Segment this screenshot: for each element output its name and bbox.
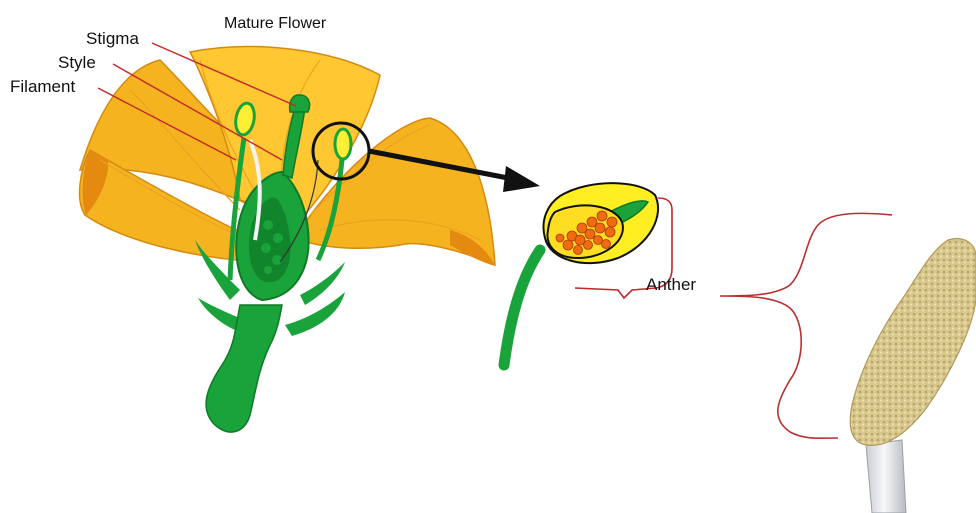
sepal-lower-right	[285, 292, 345, 336]
style-label: Style	[58, 54, 96, 71]
mature-flower	[80, 47, 495, 432]
photo-filament	[866, 440, 906, 513]
stigma	[290, 95, 310, 112]
photo-anther	[850, 239, 976, 446]
zoomed-filament	[504, 250, 540, 365]
diagram-title: Mature Flower	[224, 16, 326, 32]
flower-stalk	[206, 305, 282, 432]
stigma-label: Stigma	[86, 30, 139, 47]
anther-right	[335, 129, 351, 159]
filament-label: Filament	[10, 78, 75, 95]
sepal-lower-left	[198, 298, 240, 330]
zoomed-stamen	[504, 183, 658, 365]
anther-label: Anther	[646, 276, 696, 293]
anther-photo	[850, 239, 976, 513]
